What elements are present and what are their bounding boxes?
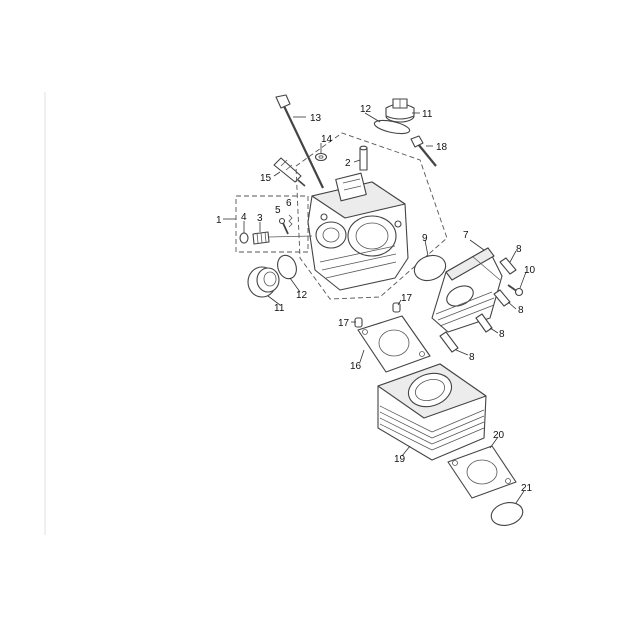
callout-1: 1 xyxy=(216,215,222,226)
part-6-spring xyxy=(288,214,293,228)
callout-12-top: 12 xyxy=(360,104,372,115)
callout-15: 15 xyxy=(260,173,272,184)
callout-8-b: 8 xyxy=(518,305,524,316)
callout-11-top: 11 xyxy=(422,109,433,120)
callout-19: 19 xyxy=(394,454,406,465)
part-8-stud-a xyxy=(499,257,517,275)
part-20-base-gasket xyxy=(447,445,517,499)
callout-8-a: 8 xyxy=(516,244,522,255)
part-12-lower-oring xyxy=(277,254,297,280)
part-15-spark-plug xyxy=(273,157,306,187)
callout-17-a: 17 xyxy=(401,293,413,304)
callout-13: 13 xyxy=(310,113,322,124)
part-7-head-cover xyxy=(431,247,503,333)
callout-14: 14 xyxy=(321,134,333,145)
callout-11-lower: 11 xyxy=(274,303,285,314)
cylinder-head xyxy=(307,172,409,291)
callout-3: 3 xyxy=(257,213,263,224)
cylinder-head-dashed-outline xyxy=(295,132,448,300)
part-8-stud-c xyxy=(475,313,493,333)
callout-20: 20 xyxy=(493,430,505,441)
leader-lines xyxy=(223,112,527,504)
part-17-dowel-b xyxy=(354,317,363,328)
callout-21: 21 xyxy=(521,483,533,494)
callout-5: 5 xyxy=(275,205,281,216)
callout-8-d: 8 xyxy=(469,352,475,363)
part-4-ring xyxy=(239,232,249,244)
part-8-stud-b xyxy=(493,289,511,307)
part-2-stud xyxy=(359,145,368,171)
callout-12-lower: 12 xyxy=(296,290,308,301)
part-19-cylinder-block xyxy=(377,363,487,461)
callout-4: 4 xyxy=(241,212,247,223)
part-18-bolt xyxy=(410,135,437,167)
callout-18: 18 xyxy=(436,142,448,153)
callout-9: 9 xyxy=(422,233,428,244)
part-3-adjuster xyxy=(252,231,313,245)
part-17-dowel-a xyxy=(392,302,401,313)
part-10-bolt xyxy=(507,284,524,297)
callout-2: 2 xyxy=(345,158,351,169)
part-8-stud-d xyxy=(439,331,459,353)
part-14-washer xyxy=(314,152,328,162)
callout-8-c: 8 xyxy=(499,329,505,340)
callout-7: 7 xyxy=(463,230,469,241)
part-21-oring xyxy=(490,502,524,526)
callout-10: 10 xyxy=(524,265,536,276)
part-9-gasket-ring xyxy=(413,254,447,282)
callout-17-b: 17 xyxy=(338,318,350,329)
callout-6: 6 xyxy=(286,198,292,209)
part-11-lower-cap xyxy=(247,266,280,298)
valve-group-dashed-outline xyxy=(235,195,309,253)
part-13-long-bolt xyxy=(275,94,324,189)
callout-16: 16 xyxy=(350,361,362,372)
part-11-top-cap xyxy=(385,98,415,123)
part-5-bolt xyxy=(278,217,289,235)
part-16-gasket xyxy=(357,315,431,373)
callout-labels: 13 12 11 14 18 2 15 5 6 1 4 3 9 7 8 10 8… xyxy=(216,104,536,494)
